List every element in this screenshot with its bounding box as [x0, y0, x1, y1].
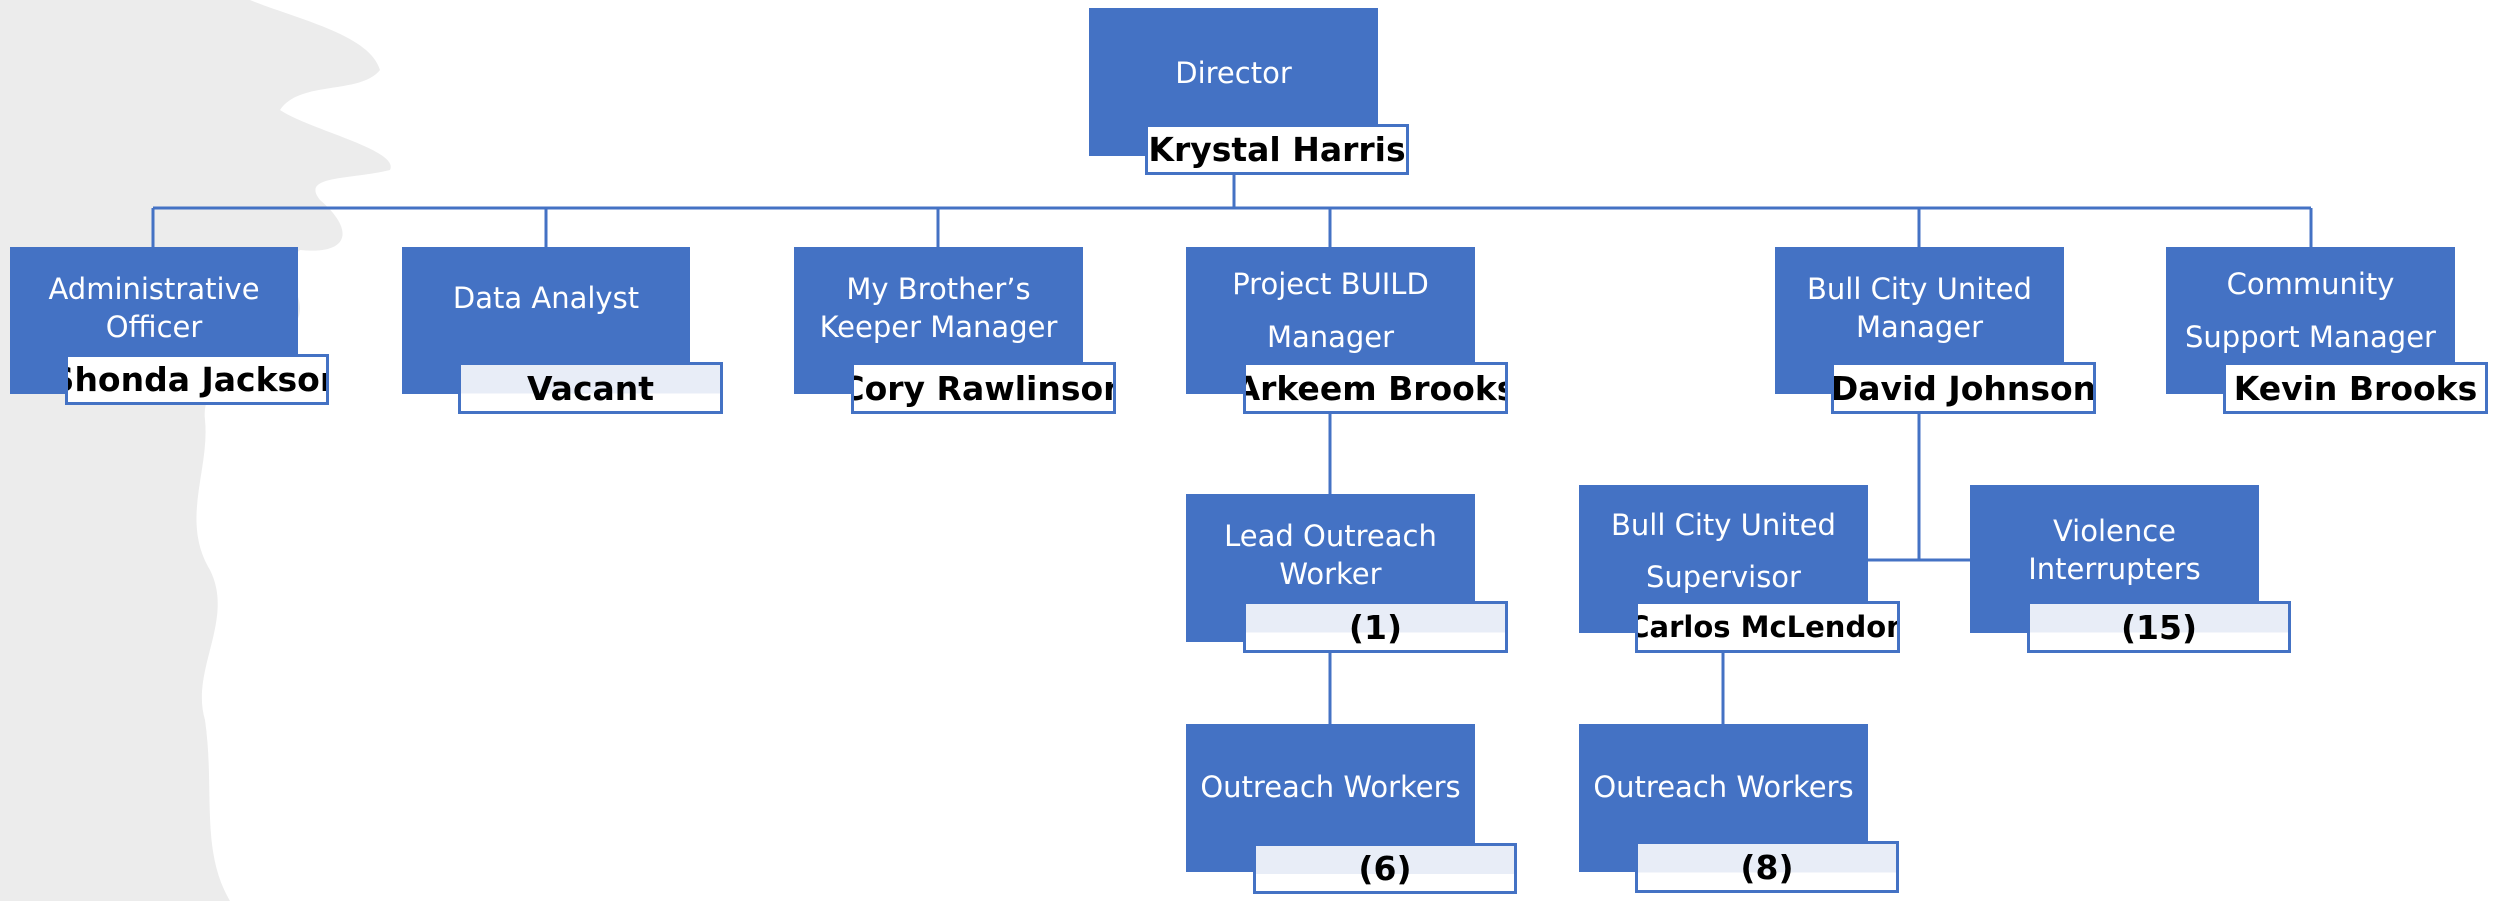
lead-outreach-worker-count: (1)	[1243, 601, 1508, 653]
bcu-manager-title: Bull City United Manager	[1807, 271, 2032, 344]
bcu-supervisor-title: Bull City United Supervisor	[1611, 507, 1836, 594]
bcu-manager-name: David Johnson	[1831, 362, 2096, 414]
mbk-manager-name: Cory Rawlinson	[851, 362, 1116, 414]
director-title: Director	[1175, 56, 1292, 91]
lead-outreach-worker-title: Lead Outreach Worker	[1224, 519, 1437, 591]
director-name: Krystal Harris	[1145, 124, 1409, 175]
data-analyst-name: Vacant	[458, 362, 723, 414]
project-build-manager-name: Arkeem Brooks	[1243, 362, 1508, 414]
bcu-outreach-workers-count: (8)	[1635, 841, 1899, 893]
mbk-manager-title: My Brother’s Keeper Manager	[819, 271, 1058, 344]
administrative-officer-name: Shonda Jackson	[65, 354, 329, 405]
violence-interrupters-count: (15)	[2027, 601, 2291, 653]
data-analyst-title: Data Analyst	[452, 280, 640, 315]
pb-outreach-workers-count: (6)	[1253, 843, 1517, 894]
community-support-manager-title: Community Support Manager	[2185, 267, 2436, 354]
pb-outreach-workers-title: Outreach Workers	[1200, 770, 1461, 805]
bcu-supervisor-name: Carlos McLendon	[1635, 601, 1900, 653]
bcu-outreach-workers-title: Outreach Workers	[1593, 770, 1854, 805]
project-build-manager-title: Project BUILD Manager	[1232, 267, 1429, 354]
background-silhouette	[0, 0, 391, 901]
community-support-manager-name: Kevin Brooks	[2223, 362, 2488, 414]
administrative-officer-title: Administrative Officer	[48, 271, 260, 344]
violence-interrupters-title: Violence Interrupters	[2028, 514, 2201, 586]
